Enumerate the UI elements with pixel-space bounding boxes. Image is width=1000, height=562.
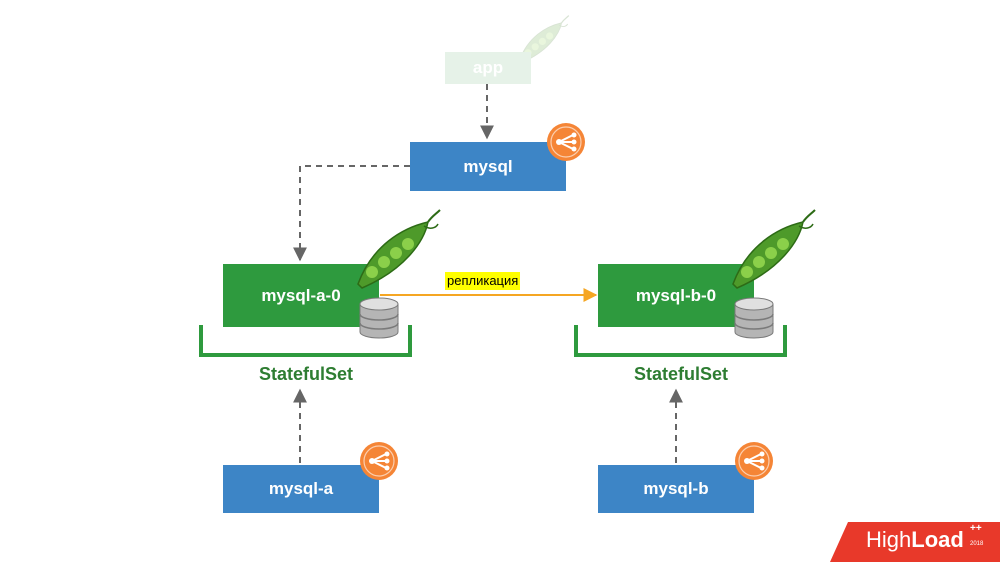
- mysql-b-0-pod: mysql-b-0: [598, 264, 754, 327]
- app-node: app: [445, 52, 531, 84]
- brand-superscript: ++: [970, 523, 982, 534]
- load-balancer-icon: [546, 122, 586, 162]
- brand-logo: HighLoad: [866, 527, 964, 553]
- statefulset-a-bracket: [199, 325, 412, 357]
- peapod-icon: [732, 209, 816, 289]
- database-icon: [359, 297, 399, 339]
- load-balancer-icon: [359, 441, 399, 481]
- statefulset-b-label: StatefulSet: [633, 364, 729, 384]
- mysql-a-0-pod: mysql-a-0: [223, 264, 379, 327]
- statefulset-b-bracket: [574, 325, 787, 357]
- brand-banner: [830, 522, 1000, 562]
- database-icon: [734, 297, 774, 339]
- peapod-icon: [357, 209, 441, 289]
- mysql-to-mysql-a-0-arrow: [293, 165, 410, 262]
- brand-year: 2018: [970, 541, 984, 547]
- mysql-a-service: mysql-a: [223, 465, 379, 513]
- brand-name-bold: Load: [911, 527, 964, 552]
- mysql-service: mysql: [410, 142, 566, 191]
- statefulset-a-label: StatefulSet: [258, 364, 354, 384]
- mysql-b-service: mysql-b: [598, 465, 754, 513]
- replication-label: репликация: [445, 272, 521, 290]
- brand-name-light: High: [866, 527, 912, 552]
- load-balancer-icon: [734, 441, 774, 481]
